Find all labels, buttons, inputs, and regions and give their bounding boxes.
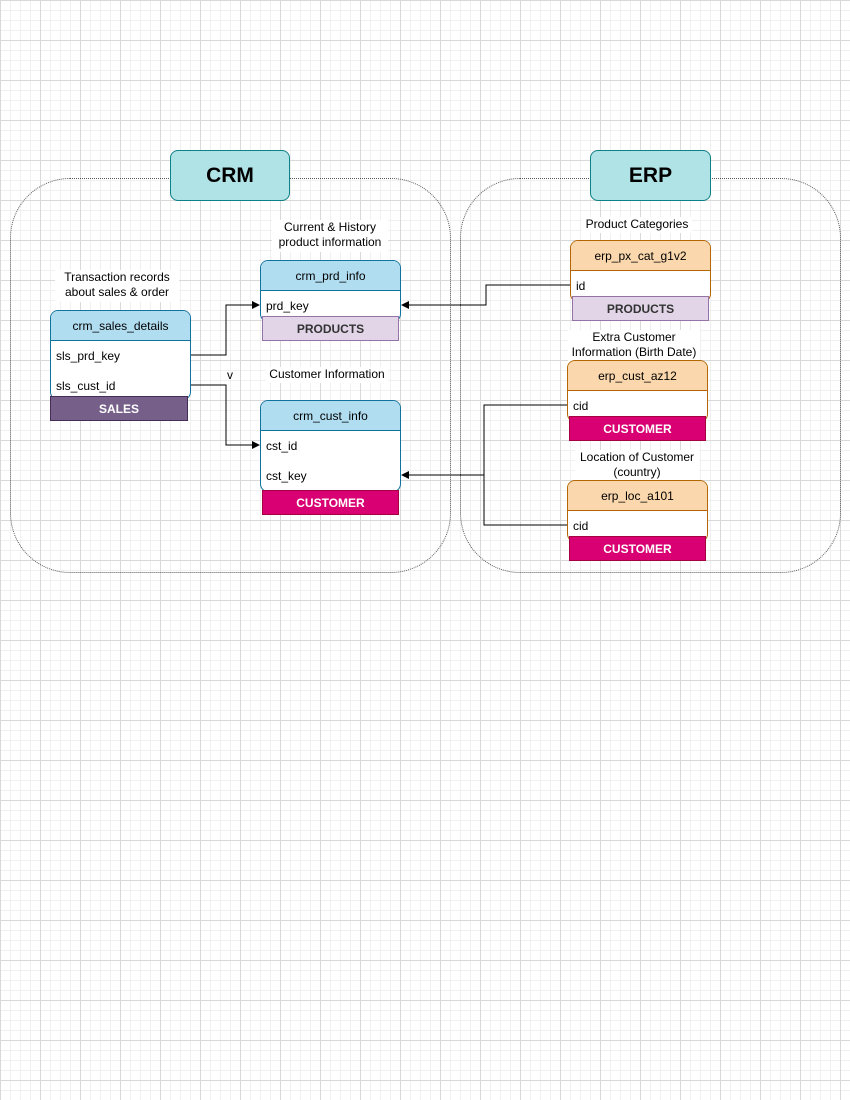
badge-customer: CUSTOMER [569,536,706,561]
field-cst-id[interactable]: cst_id [266,439,298,453]
table-header: crm_cust_info [261,401,400,431]
field-prd-key[interactable]: prd_key [266,299,309,313]
edge-sls-cust-to-cst-id[interactable] [190,384,260,449]
table-crm-cust-info[interactable]: crm_cust_info cst_id cst_key [260,400,401,492]
badge-sales: SALES [50,396,188,421]
badge-customer: CUSTOMER [569,416,706,441]
note-cust: Customer Information [266,367,388,383]
table-crm-sales-details[interactable]: crm_sales_details sls_prd_key sls_cust_i… [50,310,191,400]
note-loc: Location of Customer (country) [575,450,699,482]
note-prd: Current & History product information [272,220,388,252]
table-header: erp_cust_az12 [568,361,707,391]
note-cust-az12: Extra Customer Information (Birth Date) [568,330,700,362]
note-px-cat: Product Categories [582,217,692,233]
table-crm-prd-info[interactable]: crm_prd_info prd_key [260,260,401,322]
field-cid[interactable]: cid [573,519,589,533]
badge-products: PRODUCTS [262,316,399,341]
table-header: erp_px_cat_g1v2 [571,241,710,271]
field-id[interactable]: id [576,279,586,293]
field-cst-key[interactable]: cst_key [266,469,307,483]
badge-customer: CUSTOMER [262,490,399,515]
stray-label: v [227,368,233,382]
field-cid[interactable]: cid [573,399,589,413]
field-sls-cust-id[interactable]: sls_cust_id [56,379,116,393]
erp-group-title[interactable]: ERP [590,150,711,201]
table-erp-px-cat-g1v2[interactable]: erp_px_cat_g1v2 id [570,240,711,302]
edge-px-cat-to-prd-key[interactable] [401,284,570,309]
table-header: crm_sales_details [51,311,190,341]
edge-erp-cid-to-cst-key[interactable] [402,404,567,526]
badge-products: PRODUCTS [572,296,709,321]
note-sales: Transaction records about sales & order [55,270,179,302]
field-sls-prd-key[interactable]: sls_prd_key [56,349,121,363]
edge-sls-prd-to-prd-key[interactable] [190,301,260,356]
crm-group-title[interactable]: CRM [170,150,290,201]
table-header: crm_prd_info [261,261,400,291]
table-header: erp_loc_a101 [568,481,707,511]
table-erp-cust-az12[interactable]: erp_cust_az12 cid [567,360,708,422]
table-erp-loc-a101[interactable]: erp_loc_a101 cid [567,480,708,542]
